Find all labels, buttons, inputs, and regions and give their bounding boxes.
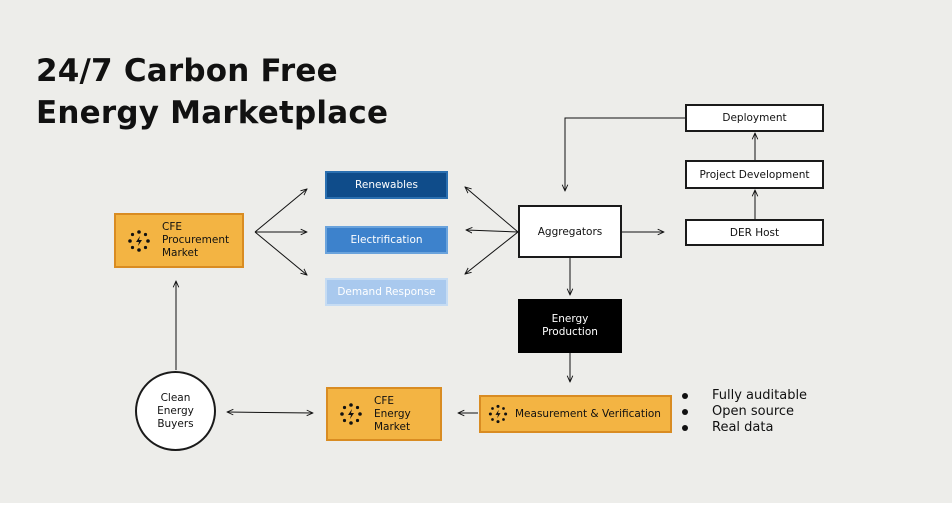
renewables-label: Renewables	[355, 179, 418, 191]
edge-procurement-demand-response	[254, 231, 307, 275]
cfe-energy-market-node: CFE Energy Market	[326, 387, 442, 441]
der-host-label: DER Host	[729, 226, 780, 239]
sparkle-flower-icon	[488, 404, 508, 424]
renewables-node: Renewables	[325, 171, 448, 199]
edge-aggregators-electrification	[466, 230, 519, 232]
demand-response-label: Demand Response	[337, 286, 436, 298]
edge-procurement-renewables	[254, 189, 307, 233]
edge-aggregators-demand-response	[465, 231, 519, 274]
edge-aggregators-renewables	[465, 187, 519, 233]
demand-response-node: Demand Response	[325, 278, 448, 306]
aggregators-label: Aggregators	[537, 225, 603, 238]
cfe-procurement-market-label: CFE Procurement Market	[162, 221, 230, 259]
energy-production-label: Energy Production	[542, 313, 598, 338]
electrification-label: Electrification	[350, 234, 423, 246]
title-line-2: Energy Marketplace	[36, 95, 389, 131]
bottom-strip	[0, 503, 952, 505]
project-development-node: Project Development	[685, 160, 824, 189]
list-item: Open source	[680, 404, 807, 420]
aggregators-node: Aggregators	[518, 205, 622, 258]
feature-list: Fully auditable Open source Real data	[680, 388, 807, 436]
clean-energy-buyers-label: Clean Energy Buyers	[157, 391, 194, 430]
list-item: Real data	[680, 420, 807, 436]
measurement-verification-label: Measurement & Verification	[515, 408, 661, 420]
cfe-procurement-market-node: CFE Procurement Market	[114, 213, 244, 268]
clean-energy-buyers-node: Clean Energy Buyers	[135, 371, 216, 451]
electrification-node: Electrification	[325, 226, 448, 254]
sparkle-flower-icon	[340, 403, 362, 425]
deployment-label: Deployment	[722, 112, 787, 124]
energy-production-node: Energy Production	[518, 299, 622, 353]
edge-buyers-cfe-energy-market	[227, 412, 313, 413]
der-host-node: DER Host	[685, 219, 824, 246]
page-title: 24/7 Carbon Free Energy Marketplace	[36, 50, 388, 134]
cfe-energy-market-label: CFE Energy Market	[374, 394, 411, 433]
deployment-node: Deployment	[685, 104, 824, 132]
project-development-label: Project Development	[699, 168, 810, 181]
measurement-verification-node: Measurement & Verification	[479, 395, 672, 433]
title-line-1: 24/7 Carbon Free	[36, 53, 338, 89]
list-item: Fully auditable	[680, 388, 807, 404]
sparkle-flower-icon	[128, 229, 150, 252]
edge-deployment-aggregators	[565, 117, 685, 191]
